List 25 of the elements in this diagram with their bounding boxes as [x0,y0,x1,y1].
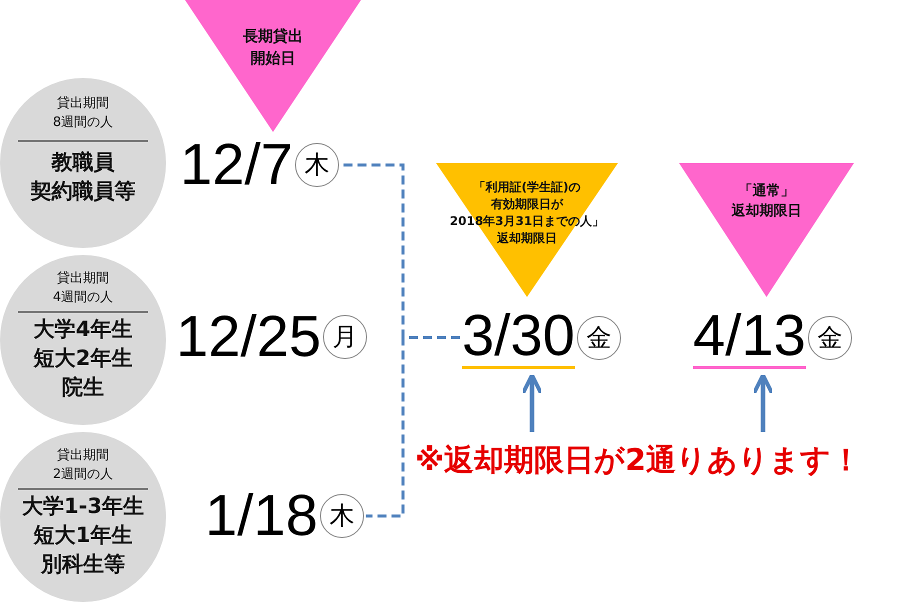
member-label: 教職員契約職員等 [29,149,136,205]
weekday-circle: 金 [576,316,621,360]
date-text: 3/30 [462,306,575,369]
triangle-marker [679,163,854,297]
marker-label: 長期貸出開始日 [242,26,304,69]
note-text: ※返却期限日が2通りあります！ [415,440,862,481]
date-text: 12/7 [180,135,293,195]
marker-label: 「通常」返却期限日 [730,182,802,221]
weekday-circle: 木 [320,494,364,538]
weekday-circle: 木 [294,143,339,187]
period-label: 貸出期間4週間の人 [52,270,114,307]
arrow [521,373,543,432]
connector-line [366,336,460,518]
date-text: 4/13 [693,306,806,369]
weekday-circle: 月 [323,315,368,359]
member-label: 大学1-3年生短大1年生別科生等 [21,493,145,578]
triangle-marker [185,0,361,132]
date-text: 1/18 [205,486,318,546]
weekday-circle: 金 [808,316,852,360]
triangle-marker [436,163,618,297]
period-label: 貸出期間8週間の人 [52,95,114,132]
arrow [752,373,774,432]
member-label: 大学4年生短大2年生院生 [32,316,134,401]
period-label: 貸出期間2週間の人 [52,447,114,484]
date-text: 12/25 [176,307,322,367]
